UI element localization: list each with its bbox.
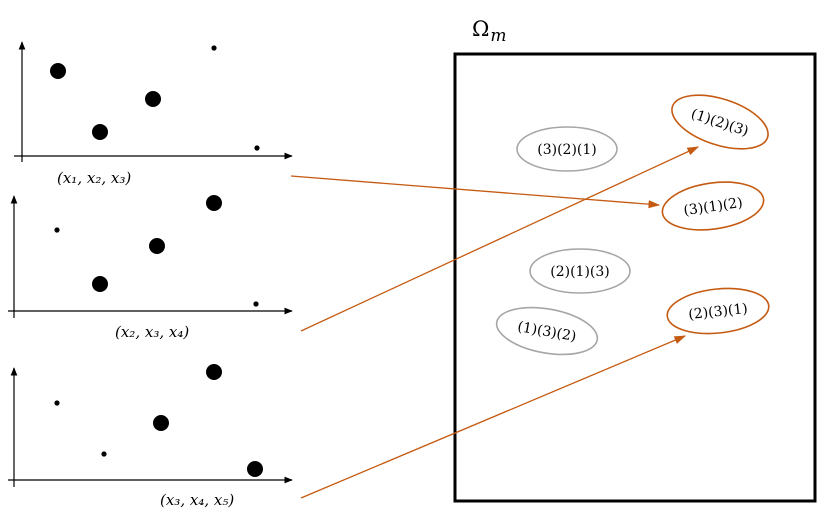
point-large (153, 415, 169, 431)
pattern-ellipse-inactive (529, 248, 631, 294)
point-small (253, 301, 259, 307)
observed-patterns: (1)(2)(3) (3)(1)(2) (2)(3)(1) (661, 94, 770, 335)
point-small (254, 145, 260, 151)
point-large (206, 195, 222, 211)
pattern-label: (3)(2)(1) (537, 142, 597, 158)
point-large (50, 63, 66, 79)
plot-label: (x₁, x₂, x₃) (57, 169, 131, 187)
pattern-ellipse-inactive (495, 306, 599, 356)
point-large (206, 364, 222, 380)
pattern-space: Ωm (453, 17, 817, 503)
pattern-ellipse-inactive (516, 126, 618, 172)
point-small (101, 451, 107, 457)
point-small (54, 227, 60, 233)
point-small (54, 400, 60, 406)
pattern-ellipse-active (671, 94, 769, 150)
pattern-space-box (453, 52, 817, 503)
pattern-label: (1)(3)(2) (516, 319, 577, 345)
point-small (211, 45, 217, 51)
arrow-plot2-to-pattern (300, 146, 700, 332)
pattern-label: (1)(2)(3) (689, 106, 751, 140)
region-title: Ωm (472, 17, 507, 46)
pattern-ellipse-active (661, 181, 765, 231)
point-large (92, 124, 108, 140)
arrow-plot1-to-pattern (290, 175, 661, 209)
mapping-arrows (290, 146, 700, 499)
scatter-plot-2: (x₂, x₃, x₄) (8, 195, 293, 341)
unobserved-patterns: (3)(2)(1) (2)(1)(3) (1)(3)(2) (495, 126, 631, 356)
point-large (149, 238, 165, 254)
pattern-label: (2)(3)(1) (688, 301, 749, 323)
arrow-plot3-to-pattern (300, 335, 687, 499)
scatter-plot-1: (x₁, x₂, x₃) (14, 41, 293, 187)
pattern-label: (3)(1)(2) (683, 195, 744, 219)
point-large (145, 91, 161, 107)
plot-label: (x₂, x₃, x₄) (115, 323, 189, 341)
point-large (247, 461, 263, 477)
scatter-plot-3: (x₃, x₄, x₅) (8, 364, 293, 509)
pattern-label: (2)(1)(3) (550, 264, 610, 280)
plot-label: (x₃, x₄, x₅) (160, 491, 234, 509)
pattern-ellipse-active (666, 287, 770, 335)
point-large (92, 276, 108, 292)
